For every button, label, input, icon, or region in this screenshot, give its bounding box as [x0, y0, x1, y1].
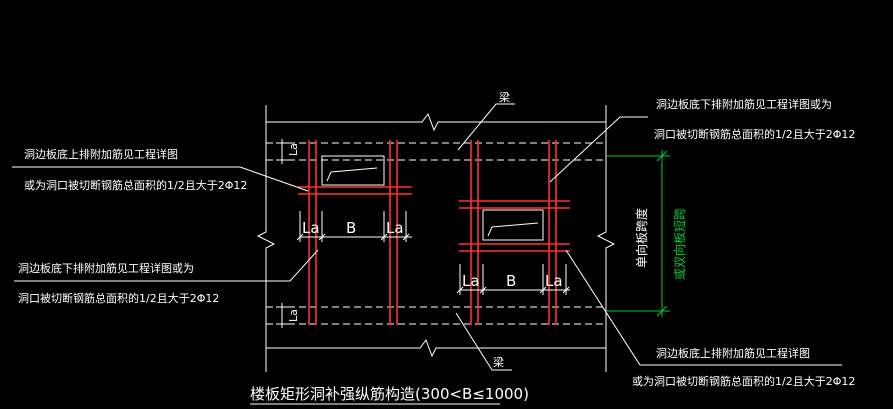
- dim-bottom-la: La: [287, 309, 300, 322]
- span-green-label: 或双向板短跨: [672, 208, 687, 280]
- note-right-bottom-2: 或为洞口被切断钢筋总面积的1/2且大于2Φ12: [632, 374, 855, 388]
- dim-right-la2: La: [545, 272, 563, 290]
- dim-right-la1: La: [462, 272, 480, 290]
- note-left-top-2: 或为洞口被切断钢筋总面积的1/2且大于2Φ12: [24, 178, 247, 192]
- note-right-top-1: 洞边板底下排附加筋见工程详图或为: [656, 97, 832, 111]
- span-white-label: 单向板跨度: [634, 208, 649, 268]
- left-opening: [321, 155, 385, 186]
- note-left-bottom-1: 洞边板底下排附加筋见工程详图或为: [18, 261, 194, 275]
- beam-leaders: [455, 103, 515, 371]
- beam-top-label: 梁: [499, 90, 510, 104]
- right-opening-rebars: [459, 140, 570, 325]
- top-beam-line: [266, 112, 606, 132]
- left-opening-rect: [321, 155, 385, 186]
- right-opening: [482, 209, 544, 241]
- note-left-bottom-2: 洞口被切断钢筋总面积的1/2且大于2Φ12: [18, 291, 219, 305]
- note-leaders: [12, 116, 842, 366]
- left-edge-line: [256, 105, 276, 372]
- dim-left-la2: La: [386, 219, 404, 237]
- note-right-top-2: 洞口被切断钢筋总面积的1/2且大于2Φ12: [654, 127, 855, 141]
- dim-left-b: B: [346, 219, 356, 237]
- right-top-note-leader: [549, 116, 648, 183]
- beam-top-leader: [457, 103, 515, 151]
- slab-outline: [256, 105, 616, 372]
- left-opening-break: [326, 167, 378, 182]
- beam-bottom-leader: [455, 312, 512, 371]
- bottom-beam-line: [266, 338, 606, 358]
- span-dimension: [606, 150, 670, 317]
- right-opening-rect: [482, 209, 544, 241]
- right-dimension: [456, 264, 570, 295]
- beam-dashed-lines: [266, 142, 606, 325]
- dim-right-b: B: [506, 272, 516, 290]
- left-opening-rebars: [298, 140, 412, 325]
- dim-left-la1: La: [302, 219, 320, 237]
- left-bottom-note-leader: [14, 249, 319, 282]
- note-left-top-1: 洞边板底上排附加筋见工程详图: [24, 147, 178, 161]
- right-opening-break: [487, 222, 539, 237]
- dim-top-la: La: [287, 143, 300, 156]
- left-dimension: [296, 211, 412, 242]
- right-edge-line: [596, 105, 616, 372]
- drawing-title: 楼板矩形洞补强纵筋构造(300<B≤1000): [250, 385, 529, 403]
- right-bottom-note-leader: [565, 249, 842, 366]
- note-right-bottom-1: 洞边板底上排附加筋见工程详图: [656, 346, 810, 360]
- beam-la-ticks: [276, 139, 288, 328]
- left-top-note-leader: [12, 166, 309, 192]
- beam-bottom-label: 梁: [493, 355, 504, 369]
